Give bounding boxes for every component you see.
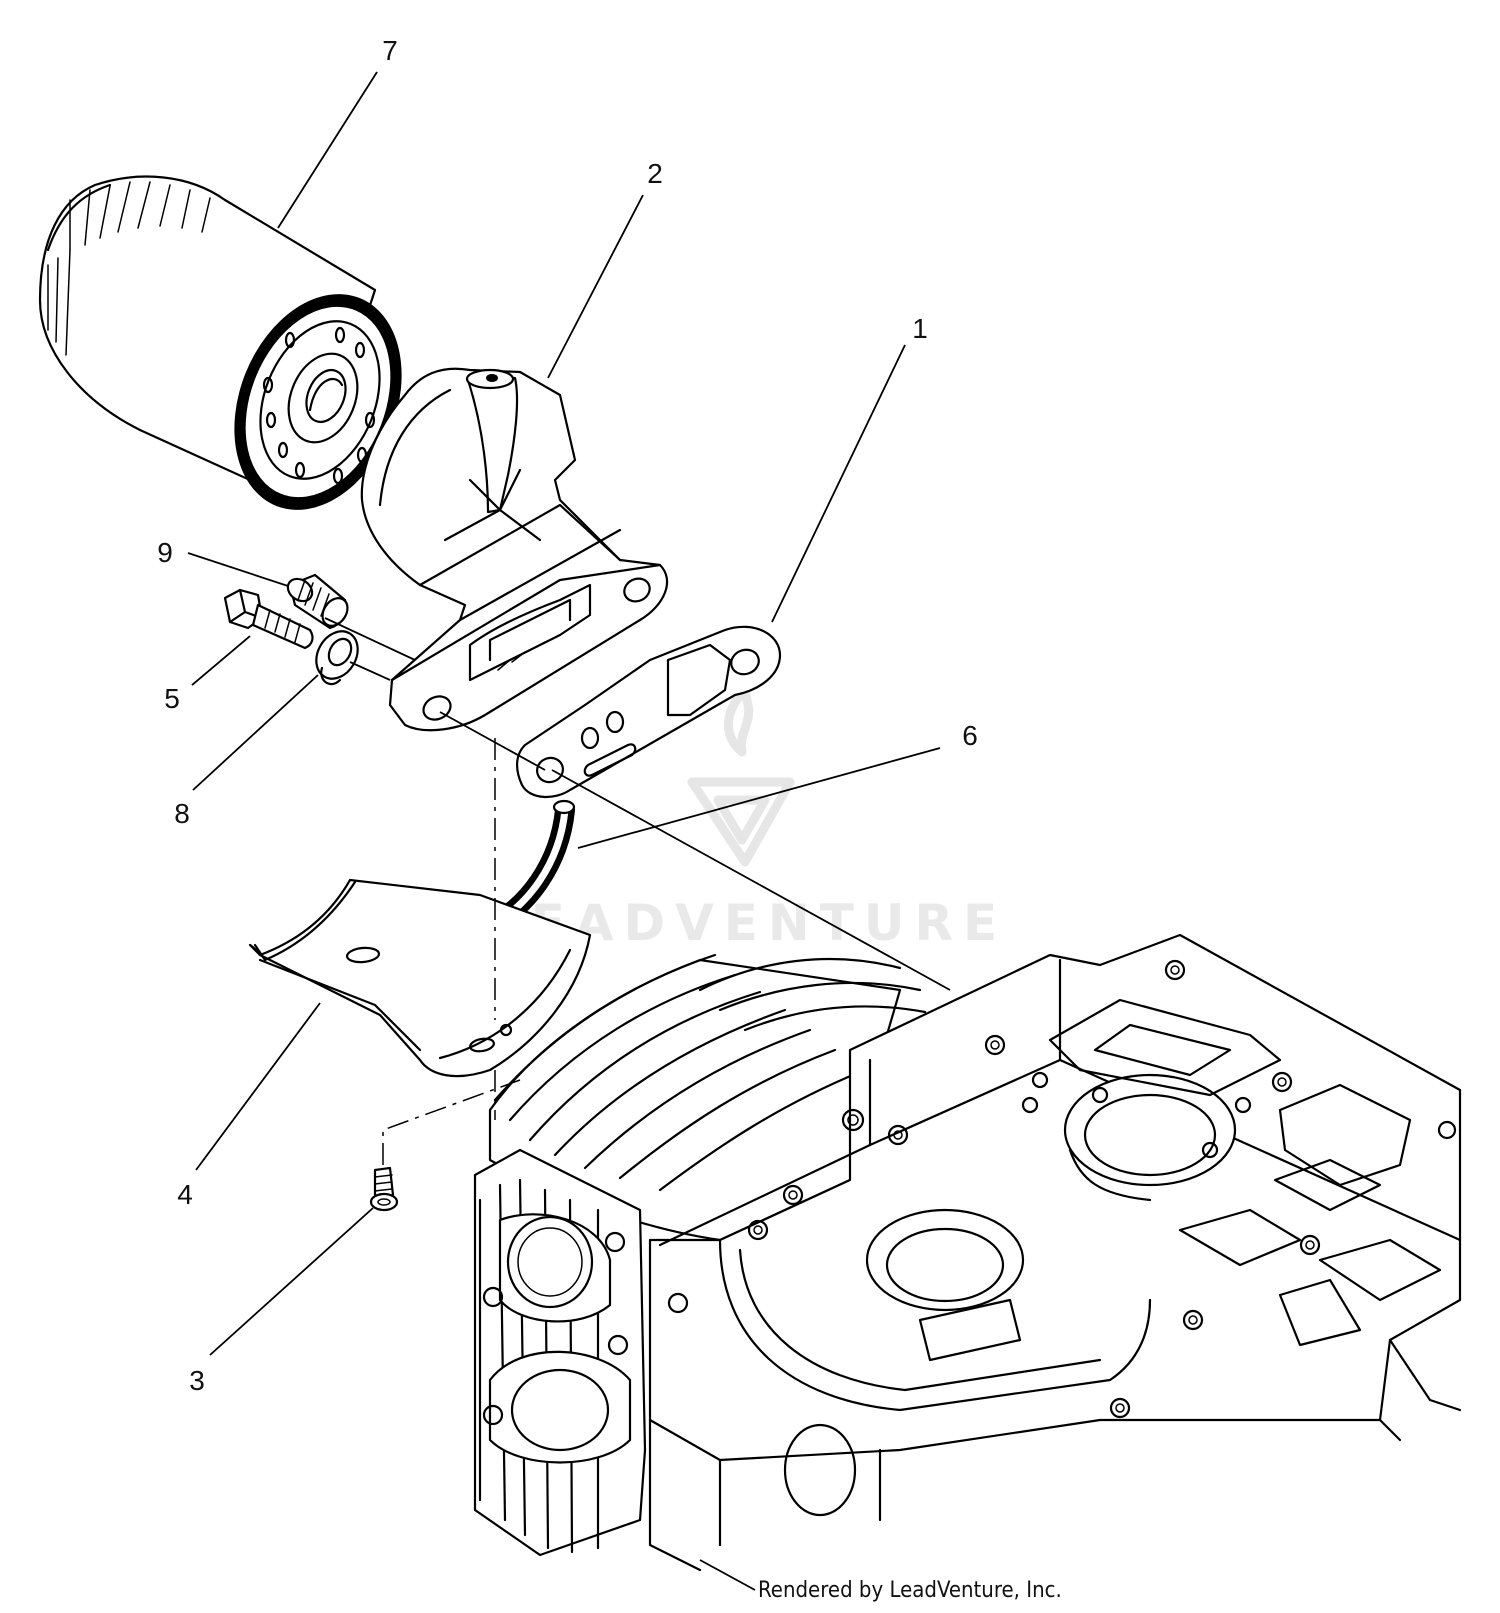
leader-line-4 — [195, 1002, 321, 1171]
leader-line-5 — [191, 635, 251, 686]
callout-1: 1 — [912, 313, 928, 344]
callout-5: 5 — [164, 683, 180, 714]
callout-4: 4 — [177, 1179, 193, 1210]
leader-lines — [187, 71, 941, 1591]
oil-filter — [38, 175, 402, 510]
leader-line-3 — [209, 1207, 374, 1356]
filter-adapter — [360, 367, 669, 732]
callout-2: 2 — [647, 158, 663, 189]
callout-6: 6 — [962, 720, 978, 751]
leader-line-7 — [277, 71, 378, 229]
assembly-lines — [324, 617, 951, 1165]
engine-block — [473, 933, 1462, 1572]
cylinder-baffle — [248, 878, 592, 1078]
leader-line-2 — [547, 194, 644, 379]
hex-bolt — [223, 588, 314, 650]
callout-7: 7 — [382, 35, 398, 66]
callout-labels: 7 2 1 9 5 8 6 4 3 — [157, 35, 978, 1396]
leader-line-1 — [771, 344, 906, 623]
callout-9: 9 — [157, 537, 173, 568]
leader-line-9 — [187, 552, 289, 587]
leader-line-credit — [699, 1559, 756, 1591]
sealing-washer — [315, 630, 359, 686]
baffle-screw — [369, 1166, 399, 1212]
render-credit: Rendered by LeadVenture, Inc. — [758, 1578, 1062, 1603]
leader-line-6 — [577, 747, 941, 849]
callout-8: 8 — [174, 798, 190, 829]
callout-3: 3 — [189, 1365, 205, 1396]
adapter-gasket — [516, 625, 782, 798]
pipe-plug — [286, 573, 349, 630]
watermark-logo-icon — [687, 685, 795, 867]
leader-line-8 — [192, 674, 319, 791]
